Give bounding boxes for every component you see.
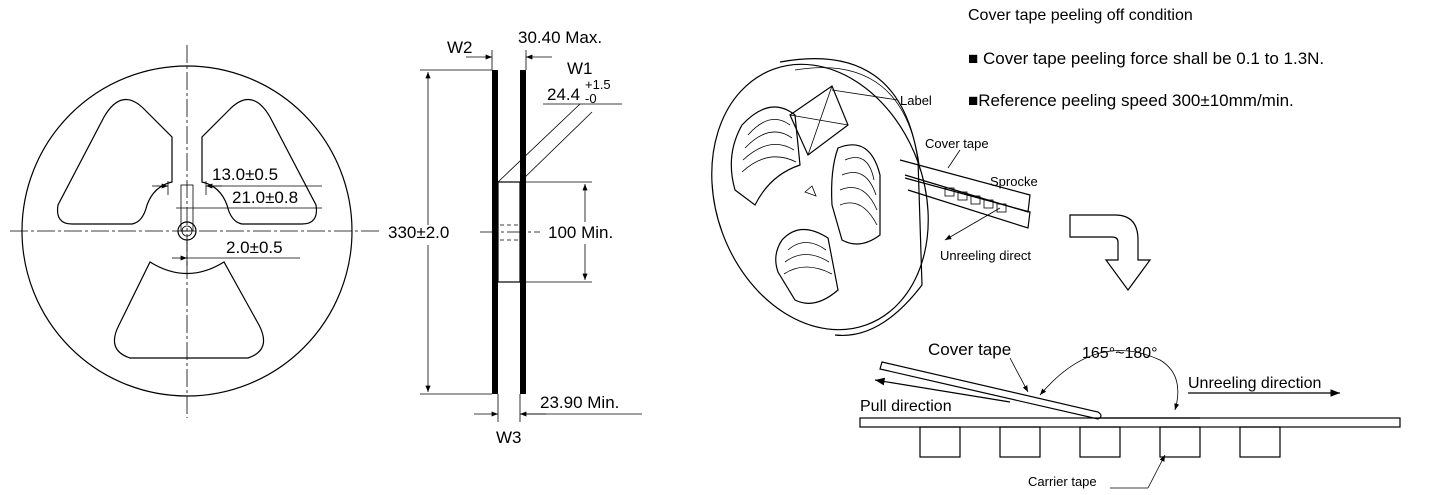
dim-diameter: 330±2.0 — [388, 223, 449, 242]
carrier-pockets — [919, 426, 1281, 458]
reel-side-view: W2 30.40 Max. W1 24.4 +1.5 -0 330±2.0 10… — [388, 28, 642, 447]
label-sprocket: Sprocke — [990, 174, 1038, 189]
label-w3: W3 — [496, 428, 522, 447]
peeling-notes: Cover tape peeling off condition ■ Cover… — [968, 7, 1324, 110]
carrier-tape-3d — [904, 177, 1031, 229]
carrier-tape-strip — [859, 417, 1401, 428]
notes-title: Cover tape peeling off condition — [968, 7, 1193, 24]
cover-tape-3d — [899, 159, 1031, 213]
reel-window-bottom — [113, 261, 265, 359]
reel-front-view: 13.0±0.5 21.0±0.8 2.0±0.5 — [10, 45, 380, 418]
peel-diagram: Cover tape 165°~180° Unreeling direction… — [859, 340, 1401, 489]
label-unreeling: Unreeling direction — [1188, 375, 1321, 392]
reel-3d-view: Label Cover tape Sprocke Unreeling direc… — [711, 58, 1038, 337]
notes-line1: ■ Cover tape peeling force shall be 0.1 … — [968, 49, 1324, 68]
dim-width-max: 30.40 Max. — [518, 28, 602, 47]
cover-tape-peeled — [879, 361, 1102, 420]
dim-hub-outer: 21.0±0.8 — [232, 188, 298, 207]
label-angle: 165°~180° — [1082, 345, 1158, 362]
dim-slot: 2.0±0.5 — [226, 238, 283, 257]
label-carrier: Carrier tape — [1028, 474, 1097, 489]
label-w2: W2 — [447, 38, 473, 57]
dim-hub-min: 100 Min. — [548, 223, 613, 242]
notes-line2: ■Reference peeling speed 300±10mm/min. — [968, 91, 1294, 110]
reel-3d-windows — [730, 106, 881, 304]
dim-w1-minus: -0 — [585, 91, 597, 106]
label-pull: Pull direction — [860, 398, 952, 415]
reel-label-shape — [789, 85, 849, 156]
dim-width-min: 23.90 Min. — [540, 393, 619, 412]
label-w1: W1 — [567, 59, 593, 78]
label-unreeling-3d: Unreeling direct — [940, 248, 1031, 263]
dim-w1-plus: +1.5 — [585, 77, 611, 92]
reel-window-left — [56, 99, 173, 225]
reel-3d-front-face — [711, 63, 929, 331]
label-cover-tape-3d: Cover tape — [925, 136, 989, 151]
hub-hole-inner — [181, 225, 193, 237]
label-label: Label — [900, 93, 932, 108]
curved-arrow-icon — [1069, 214, 1152, 292]
reel-3d-rim — [779, 58, 923, 337]
dim-hub-inner: 13.0±0.5 — [212, 165, 278, 184]
reel-window-right — [201, 99, 318, 225]
dim-w1-base: 24.4 — [547, 85, 580, 104]
label-cover-tape: Cover tape — [928, 340, 1011, 359]
